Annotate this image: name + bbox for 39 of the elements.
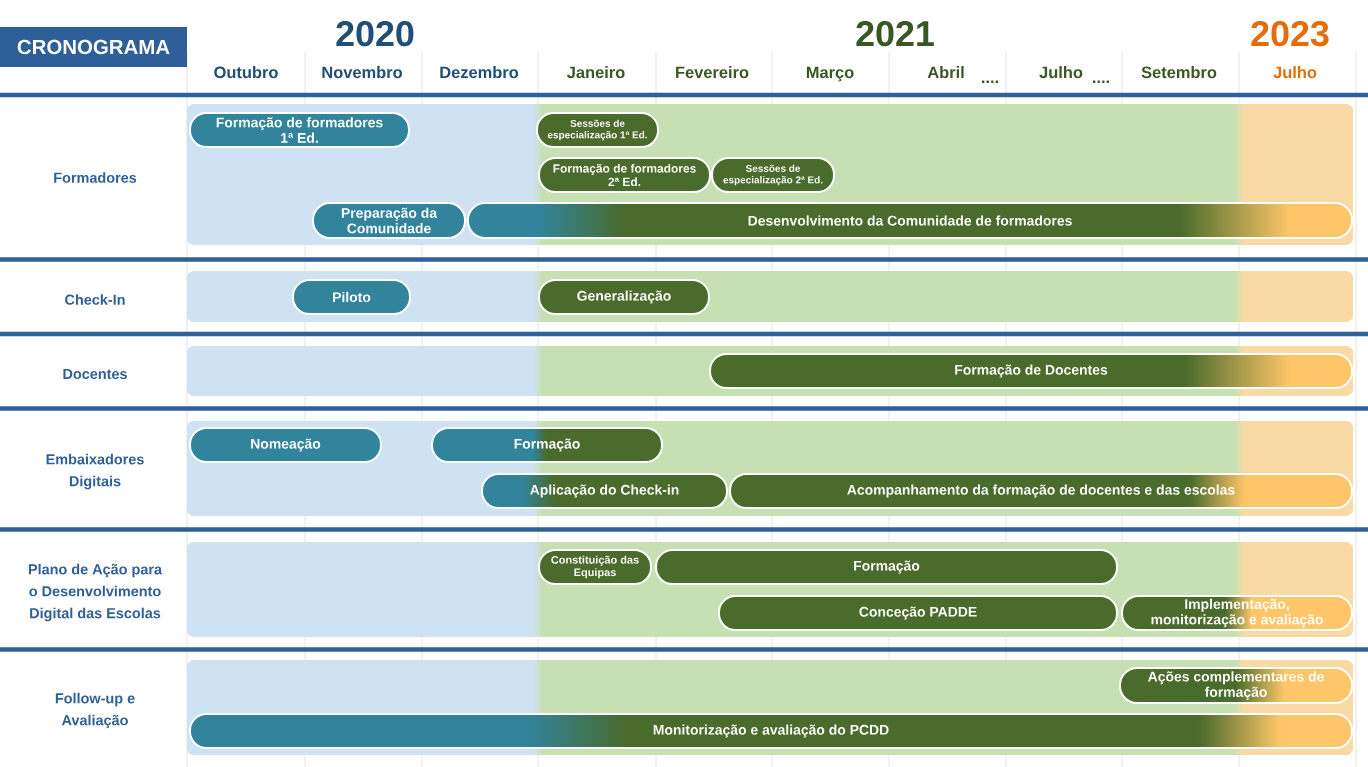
month-label: Dezembro xyxy=(440,66,519,79)
row-label: Check-In xyxy=(65,294,125,305)
task-bar: Formação xyxy=(431,427,663,463)
month-label: Fevereiro xyxy=(676,66,749,79)
row-label: Plano de Ação para o Desenvolvimento Digital das Escolas xyxy=(28,563,163,622)
month-label: Março xyxy=(806,66,854,82)
task-bar: Formação de formadores 2ª Ed. xyxy=(538,157,711,193)
task-bar: Formação xyxy=(655,549,1118,585)
year-label: 2021 xyxy=(856,20,934,47)
month-label: Julho xyxy=(1039,66,1083,79)
ellipsis: .... xyxy=(982,80,999,83)
row-label: Embaixadores Digitais xyxy=(46,453,144,490)
row-label: Formadores xyxy=(54,172,137,183)
row-label: Docentes xyxy=(63,368,127,380)
task-bar: Sessões de especialização 2ª Ed. xyxy=(711,157,835,193)
task-bar: Nomeação xyxy=(189,427,382,463)
task-bar: Generalização xyxy=(538,279,710,315)
task-bar: Aplicação do Check-in xyxy=(481,473,728,509)
task-bar: Preparação da Comunidade xyxy=(312,202,466,239)
month-label: Novembro xyxy=(322,66,402,79)
task-bar: Monitorização e avaliação do PCDD xyxy=(189,713,1354,749)
month-label: Outubro xyxy=(214,66,278,79)
task-bar: Formação de formadores 1ª Ed. xyxy=(189,112,410,148)
task-bar: Sessões de especialização 1ª Ed. xyxy=(536,112,659,148)
task-bar: Piloto xyxy=(292,279,411,315)
month-label: Abril xyxy=(927,66,964,79)
month-label: Setembro xyxy=(1141,66,1217,79)
month-label: Janeiro xyxy=(567,66,625,79)
ellipsis: .... xyxy=(1093,80,1110,83)
task-bar: Constituição das Equipas xyxy=(538,549,652,585)
month-label: Julho xyxy=(1273,66,1317,79)
year-label: 2023 xyxy=(1251,20,1329,47)
task-bar: Formação de Docentes xyxy=(709,353,1353,389)
task-bar: Conceção PADDE xyxy=(718,595,1118,631)
row-label: Follow-up e Avaliação xyxy=(55,692,135,729)
year-label: 2020 xyxy=(336,20,414,47)
task-bar: Desenvolvimento da Comunidade de formadores xyxy=(467,202,1354,239)
title-box: CRONOGRAMA xyxy=(0,27,187,67)
task-bar: Acompanhamento da formação de docentes e das escolas xyxy=(729,473,1353,509)
